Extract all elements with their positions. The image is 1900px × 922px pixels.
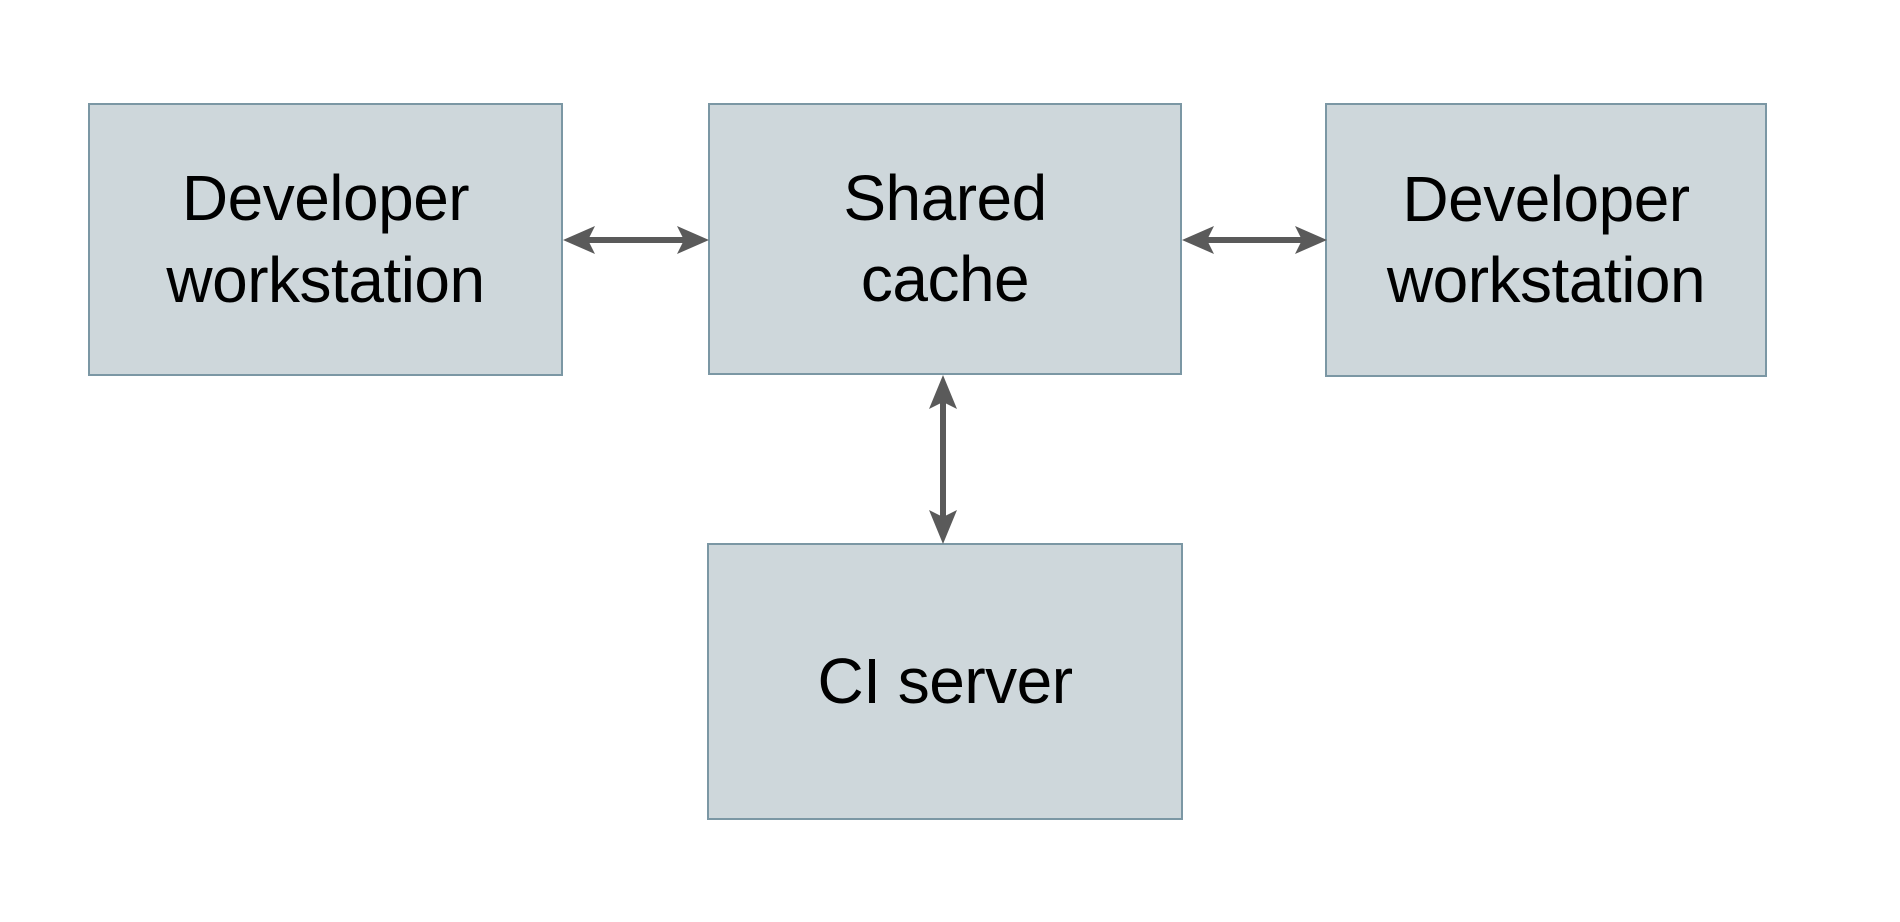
- double-arrow-horizontal-icon: [563, 226, 709, 254]
- double-arrow-horizontal-icon: [1182, 226, 1327, 254]
- connector-left-workstation-to-cache[interactable]: [563, 214, 709, 266]
- connector-cache-to-ci-server[interactable]: [917, 375, 969, 544]
- node-ci-server[interactable]: CI server: [707, 543, 1183, 820]
- node-label-dev-workstation-left: Developer workstation: [166, 162, 485, 316]
- connector-cache-to-right-workstation[interactable]: [1182, 214, 1327, 266]
- double-arrow-vertical-icon: [929, 375, 957, 544]
- node-dev-workstation-right[interactable]: Developer workstation: [1325, 103, 1767, 377]
- node-label-ci-server: CI server: [817, 644, 1073, 717]
- node-label-shared-cache: Shared cache: [843, 161, 1047, 315]
- node-shared-cache[interactable]: Shared cache: [708, 103, 1182, 375]
- node-dev-workstation-left[interactable]: Developer workstation: [88, 103, 563, 376]
- node-label-dev-workstation-right: Developer workstation: [1386, 162, 1706, 316]
